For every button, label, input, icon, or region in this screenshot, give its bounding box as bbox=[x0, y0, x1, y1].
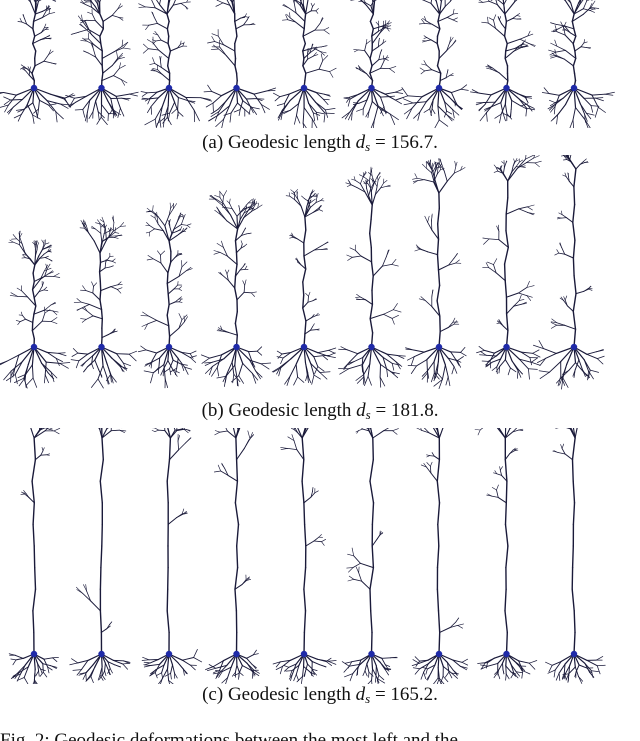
neuron-drawing bbox=[470, 0, 536, 124]
panel-b-images bbox=[0, 155, 640, 395]
neuron-drawing bbox=[341, 428, 399, 684]
panel-c-label: (c) bbox=[202, 684, 224, 705]
neuron-drawing bbox=[8, 428, 61, 684]
panel-c-neuron-strip bbox=[8, 428, 606, 684]
panel-a-subscript: s bbox=[365, 139, 371, 154]
neuron-drawing bbox=[70, 215, 138, 389]
panel-b-caption: (b) Geodesic length ds = 181.8. bbox=[0, 400, 640, 426]
panel-a-text: Geodesic length bbox=[227, 132, 351, 153]
panel-b-symbol: d bbox=[356, 400, 366, 421]
neuron-drawing bbox=[137, 202, 197, 389]
panel-b-label: (b) bbox=[201, 400, 224, 421]
panel-a-value: 156.7. bbox=[390, 132, 438, 153]
panel-b-text: Geodesic length bbox=[228, 400, 352, 421]
neuron-drawing bbox=[405, 158, 467, 389]
panel-c-relation: = bbox=[374, 684, 386, 705]
panel-c-text: Geodesic length bbox=[227, 684, 351, 705]
neuron-drawing bbox=[0, 0, 76, 124]
neuron-drawing bbox=[545, 428, 606, 684]
panel-c-caption: (c) Geodesic length ds = 165.2. bbox=[0, 684, 640, 710]
figure-caption-text: Fig. 2: Geodesic deformations between th… bbox=[0, 730, 458, 741]
neuron-drawing bbox=[533, 155, 605, 390]
panel-a-symbol: d bbox=[355, 132, 366, 153]
neuron-drawing bbox=[0, 230, 71, 389]
panel-b-value: 181.8. bbox=[390, 400, 439, 421]
panel-a-label: (a) bbox=[202, 132, 224, 153]
panel-a-images bbox=[0, 0, 640, 128]
neuron-drawing bbox=[205, 428, 260, 684]
neuron-drawing bbox=[541, 0, 615, 128]
panel-a-neuron-strip bbox=[0, 0, 615, 128]
neuron-drawing bbox=[341, 0, 405, 128]
neuron-drawing bbox=[203, 0, 277, 128]
neuron-drawing bbox=[411, 428, 469, 684]
panel-c-subscript: s bbox=[365, 691, 371, 706]
neuron-drawing bbox=[476, 155, 542, 380]
panel-b-relation: = bbox=[375, 400, 387, 421]
panel-c-value: 165.2. bbox=[390, 684, 438, 705]
panel-a-caption: (a) Geodesic length ds = 156.7. bbox=[0, 132, 640, 158]
neuron-drawing bbox=[273, 0, 337, 128]
neuron-drawing bbox=[272, 428, 337, 684]
panel-b-neuron-strip bbox=[0, 155, 605, 390]
neuron-drawing bbox=[141, 428, 203, 684]
panel-c-images bbox=[0, 428, 640, 684]
neuron-drawing bbox=[200, 190, 272, 387]
figure-caption-truncated: Fig. 2: Geodesic deformations between th… bbox=[0, 728, 640, 741]
neuron-drawing bbox=[69, 428, 131, 683]
neuron-drawing bbox=[397, 0, 469, 128]
neuron-drawing bbox=[338, 166, 406, 388]
panel-b-subscript: s bbox=[365, 407, 371, 422]
panel-c-symbol: d bbox=[355, 684, 366, 705]
panel-a-relation: = bbox=[374, 132, 386, 153]
neuron-drawing bbox=[271, 189, 337, 386]
neuron-drawing bbox=[65, 0, 139, 125]
neuron-drawing bbox=[138, 0, 213, 128]
neuron-drawing bbox=[474, 428, 538, 681]
